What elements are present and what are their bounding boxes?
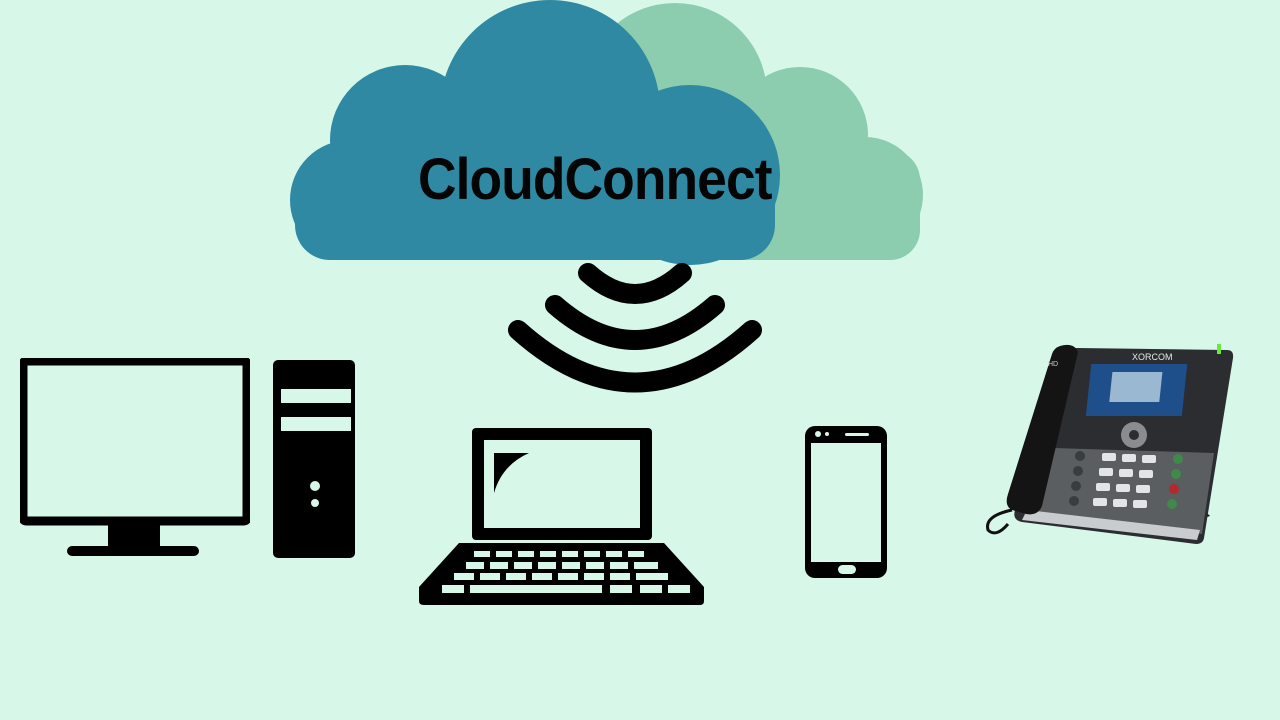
device-ip-phone: XORCOM HD (982, 338, 1240, 548)
device-monitor (20, 358, 250, 558)
monitor-icon (20, 358, 250, 556)
handset-hd-label: HD (1048, 361, 1058, 368)
device-pc-tower (273, 360, 355, 558)
cloudconnect-title: CloudConnect (418, 147, 772, 212)
wireless-signal-icon (508, 263, 762, 393)
cloud-icon (290, 0, 923, 265)
cloud-graphic (290, 0, 930, 265)
phone-brand-label: XORCOM (1132, 352, 1173, 362)
smartphone-icon (805, 426, 887, 578)
device-laptop (414, 425, 710, 610)
ip-phone-icon: XORCOM HD (986, 344, 1234, 544)
wireless-signal (500, 255, 770, 405)
laptop-icon (419, 428, 704, 605)
pc-tower-icon (273, 360, 355, 558)
device-smartphone (805, 426, 887, 578)
